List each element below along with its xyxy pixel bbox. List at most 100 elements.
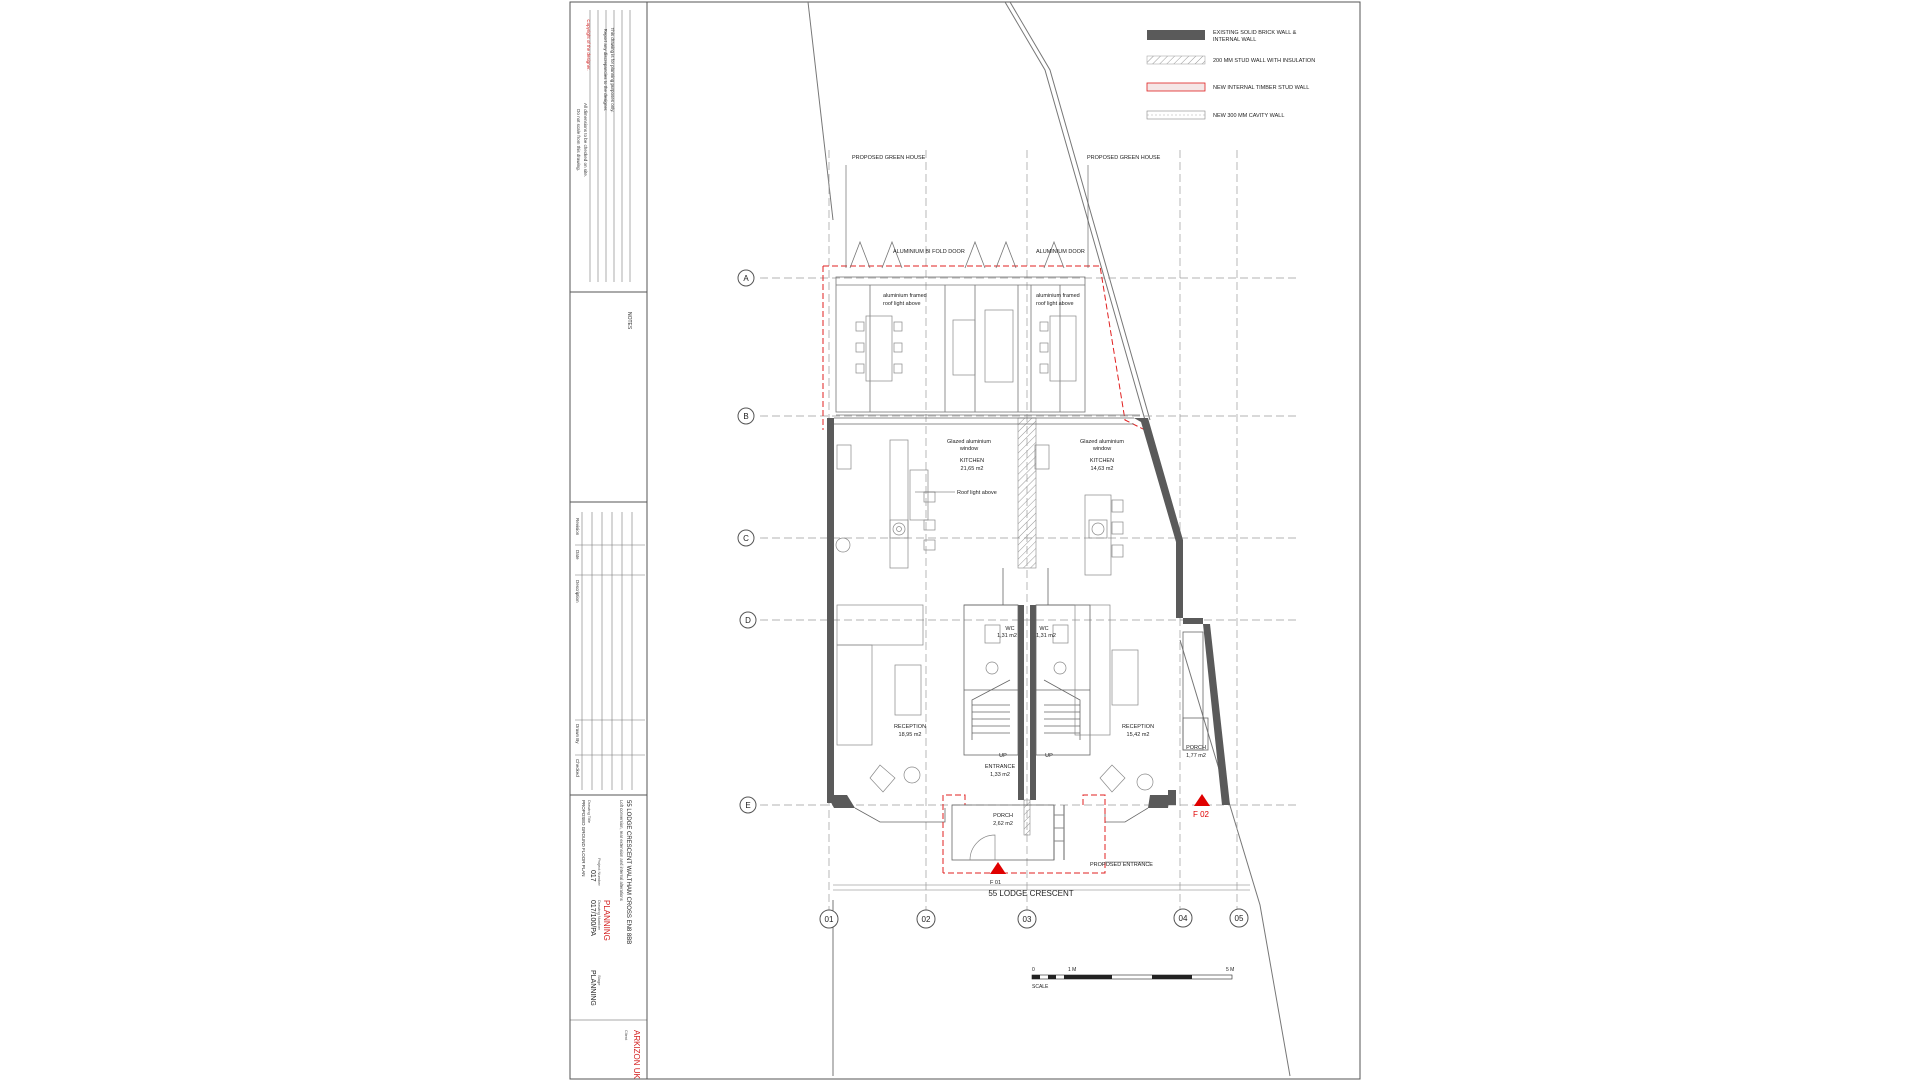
label-glazed-left-1: Glazed aluminium	[947, 439, 991, 445]
kitchen-left-name: KITCHEN	[960, 458, 984, 464]
reception-left-name: RECEPTION	[894, 724, 926, 730]
label-rooflight-right-1: aluminium framed	[1036, 293, 1080, 299]
notes-line-3: Report any discrepancies to the designer…	[603, 29, 608, 112]
label-rooflight-left-1: aluminium framed	[883, 293, 927, 299]
legend-label-2: 200 MM STUD WALL WITH INSULATION	[1213, 58, 1315, 64]
wc-left-name: WC	[1005, 626, 1014, 632]
grid-row-d: D	[745, 616, 751, 625]
proposed-porch	[942, 794, 1150, 874]
project-subtitle: Loft conversion, rear extension and inte…	[619, 800, 624, 901]
reception-furniture	[836, 604, 1154, 793]
grid-col-03: 03	[1023, 915, 1032, 924]
grid-row-b: B	[743, 412, 748, 421]
street-label: 55 LODGE CRESCENT	[988, 889, 1073, 898]
f01-marker-icon	[990, 862, 1006, 874]
field-label-drawing-number: Drawing Number	[597, 900, 602, 931]
scale-five: 5 M	[1226, 967, 1234, 973]
rev-header-checked: Checked	[575, 759, 580, 777]
project-title: 55 LODGE CRESCENT WALTHAM CROSS EN8 8BB	[625, 800, 631, 944]
entrance-area: 1,33 m2	[990, 772, 1010, 778]
drawing-frame	[646, 1, 1361, 1080]
porch-right-area: 1,77 m2	[1186, 753, 1206, 759]
entrance-name: ENTRANCE	[985, 764, 1016, 770]
grid-row-bubbles	[737, 269, 757, 814]
porch-right-name: PORCH	[1186, 745, 1206, 751]
porch-left-name: PORCH	[993, 813, 1013, 819]
label-rooflight-left-2: roof light above	[883, 301, 921, 307]
scale-one: 1 M	[1068, 967, 1076, 973]
wc-left-area: 1,31 m2	[997, 633, 1017, 639]
reception-left-area: 18,95 m2	[899, 732, 922, 738]
grid-col-05: 05	[1235, 914, 1244, 923]
field-label-drawing-title: Drawing Title	[587, 800, 592, 824]
greenhouse-furniture	[855, 309, 1077, 383]
f02-label: F 02	[1193, 810, 1210, 819]
label-greenhouse-right: PROPOSED GREEN HOUSE	[1087, 155, 1161, 161]
legend-label-4: NEW 300 MM CAVITY WALL	[1213, 113, 1284, 119]
drawing-number: 017/100/PA	[589, 900, 596, 936]
notes-line-2: All dimensions to be checked on site.	[583, 103, 588, 177]
legend-label-1b: INTERNAL WALL	[1213, 37, 1256, 43]
grid-row-a: A	[743, 274, 749, 283]
field-label-project-number: Project Number	[597, 858, 602, 886]
kitchen-right-area: 14,63 m2	[1091, 466, 1114, 472]
field-label-client: Client	[624, 1030, 629, 1041]
grid-col-01: 01	[825, 915, 834, 924]
reception-right-area: 15,42 m2	[1127, 732, 1150, 738]
kitchen-fixtures	[835, 439, 1124, 576]
rev-header-description: Description	[575, 580, 580, 603]
f01-label: F 01	[990, 880, 1001, 886]
rev-header-date: Date	[575, 550, 580, 560]
f02-marker-icon	[1194, 794, 1210, 806]
scale-bar	[1031, 974, 1233, 980]
porch-left-area: 2,62 m2	[993, 821, 1013, 827]
grid-col-bubbles	[819, 908, 1249, 929]
stud-walls	[1017, 417, 1037, 836]
rev-header-revision: Revision	[575, 518, 580, 536]
label-glazed-right-1: Glazed aluminium	[1080, 439, 1124, 445]
legend	[1146, 30, 1206, 120]
scale-label: SCALE	[1032, 984, 1049, 990]
label-alu-door: ALUMINIUM DOOR	[1036, 249, 1085, 255]
existing-walls	[827, 418, 1230, 808]
drawing-title: PROPOSED GROUND FLOOR PLAN	[581, 800, 586, 877]
grid-col-02: 02	[922, 915, 931, 924]
project-number: 017	[589, 870, 596, 882]
grid-row-c: C	[743, 534, 749, 543]
legend-swatch-solid	[1147, 30, 1205, 40]
notes-line-1: Do not scale from this drawing.	[576, 109, 581, 171]
label-glazed-right-2: window	[1092, 446, 1111, 452]
notes-line-5: Copyright of the designer.	[586, 19, 591, 70]
legend-swatch-red	[1146, 82, 1206, 92]
notes-line-4: This drawing is for planning purposes on…	[610, 28, 615, 113]
wc-right-area: 1,31 m2	[1036, 633, 1056, 639]
status-planning: PLANNING	[602, 900, 611, 941]
scale-zero: 0	[1032, 967, 1035, 973]
title-block: Do not scale from this drawing. All dime…	[570, 10, 647, 1080]
site-boundary	[807, 1, 1291, 1077]
greenhouse-outline	[822, 265, 1146, 431]
stage: PLANNING	[589, 970, 596, 1006]
revision-table	[575, 512, 645, 790]
label-roof-light: Roof light above	[957, 490, 997, 496]
notes-lines	[589, 10, 631, 282]
wc-fixtures	[984, 624, 1069, 675]
company-name: ARKIZON UK	[632, 1030, 641, 1080]
grid-col-04: 04	[1179, 914, 1188, 923]
up-right: UP	[1045, 753, 1053, 759]
legend-swatch-hatch	[1146, 55, 1206, 65]
kitchen-left-area: 21,65 m2	[961, 466, 984, 472]
wc-right-name: WC	[1039, 626, 1048, 632]
label-bifold-door: ALUMINIUM BI FOLD DOOR	[893, 249, 965, 255]
greenhouse-frame	[835, 240, 1140, 416]
field-label-stage: Stage	[597, 975, 602, 986]
up-left: UP	[999, 753, 1007, 759]
label-rooflight-right-2: roof light above	[1036, 301, 1074, 307]
kitchen-right-name: KITCHEN	[1090, 458, 1114, 464]
grid-row-e: E	[745, 801, 750, 810]
legend-label-1a: EXISTING SOLID BRICK WALL &	[1213, 30, 1297, 36]
label-greenhouse-left: PROPOSED GREEN HOUSE	[852, 155, 926, 161]
label-glazed-left-2: window	[959, 446, 978, 452]
label-proposed-entrance: PROPOSED ENTRANCE	[1090, 862, 1153, 868]
